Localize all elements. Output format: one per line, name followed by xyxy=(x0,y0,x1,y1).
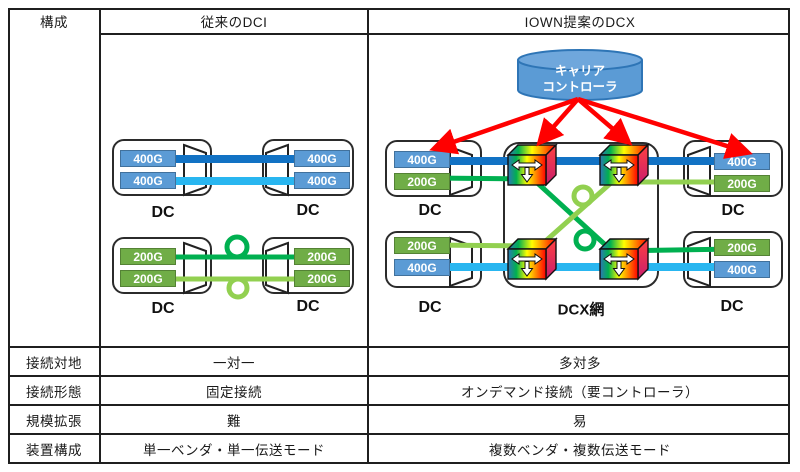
table-vline-col1 xyxy=(99,8,101,464)
table-hline-row3 xyxy=(8,404,790,406)
row4-label: 装置構成 xyxy=(26,443,82,458)
transceiver-chip: 200G xyxy=(714,175,770,192)
header-dci: 従来のDCI xyxy=(200,15,268,30)
dc-label: DC xyxy=(418,299,442,316)
transceiver-chip: 200G xyxy=(120,248,176,265)
row1-label: 接続対地 xyxy=(26,356,82,371)
controller-label-line1: キャリア xyxy=(554,63,605,78)
transceiver-chip: 400G xyxy=(394,151,450,168)
transceiver-chip: 200G xyxy=(120,270,176,287)
dcx-network-label: DCX網 xyxy=(557,301,605,319)
transceiver-chip: 400G xyxy=(714,261,770,278)
dc-label: DC xyxy=(296,202,320,219)
table-hline-row2 xyxy=(8,375,790,377)
dc-label: DC xyxy=(151,204,175,221)
transceiver-chip: 400G xyxy=(120,172,176,189)
transceiver-chip: 200G xyxy=(394,237,450,254)
row1-dcx: 多対多 xyxy=(559,356,601,371)
transceiver-chip: 200G xyxy=(294,248,350,265)
table-hline-row4 xyxy=(8,433,790,435)
row2-label: 接続形態 xyxy=(26,385,82,400)
row3-dcx: 易 xyxy=(573,414,587,429)
dc-label: DC xyxy=(721,202,745,219)
transceiver-chip: 400G xyxy=(294,172,350,189)
transceiver-chip: 400G xyxy=(394,259,450,276)
table-hline-header xyxy=(100,33,790,35)
transceiver-chip: 200G xyxy=(714,239,770,256)
header-kousei: 構成 xyxy=(40,15,68,30)
transceiver-chip: 400G xyxy=(120,150,176,167)
transceiver-chip: 200G xyxy=(394,173,450,190)
dc-label: DC xyxy=(418,202,442,219)
dc-label: DC xyxy=(720,298,744,315)
row1-dci: 一対一 xyxy=(213,356,255,371)
dc-label: DC xyxy=(151,300,175,317)
table-vline-col2 xyxy=(367,8,369,464)
carrier-controller-label: キャリア コントローラ xyxy=(518,62,642,96)
row2-dci: 固定接続 xyxy=(206,385,262,400)
table-hline-row1 xyxy=(8,346,790,348)
row4-dcx: 複数ベンダ・複数伝送モード xyxy=(489,443,671,458)
table-outer-border xyxy=(8,8,790,464)
row3-dci: 難 xyxy=(227,414,241,429)
header-dcx: IOWN提案のDCX xyxy=(524,15,636,30)
controller-label-line2: コントローラ xyxy=(542,80,618,94)
row3-label: 規模拡張 xyxy=(26,414,82,429)
dcx-network-box xyxy=(503,142,659,288)
transceiver-chip: 400G xyxy=(714,153,770,170)
transceiver-chip: 200G xyxy=(294,270,350,287)
transceiver-chip: 400G xyxy=(294,150,350,167)
row2-dcx: オンデマンド接続（要コントローラ） xyxy=(461,385,699,400)
dc-label: DC xyxy=(296,298,320,315)
row4-dci: 単一ベンダ・単一伝送モード xyxy=(143,443,325,458)
